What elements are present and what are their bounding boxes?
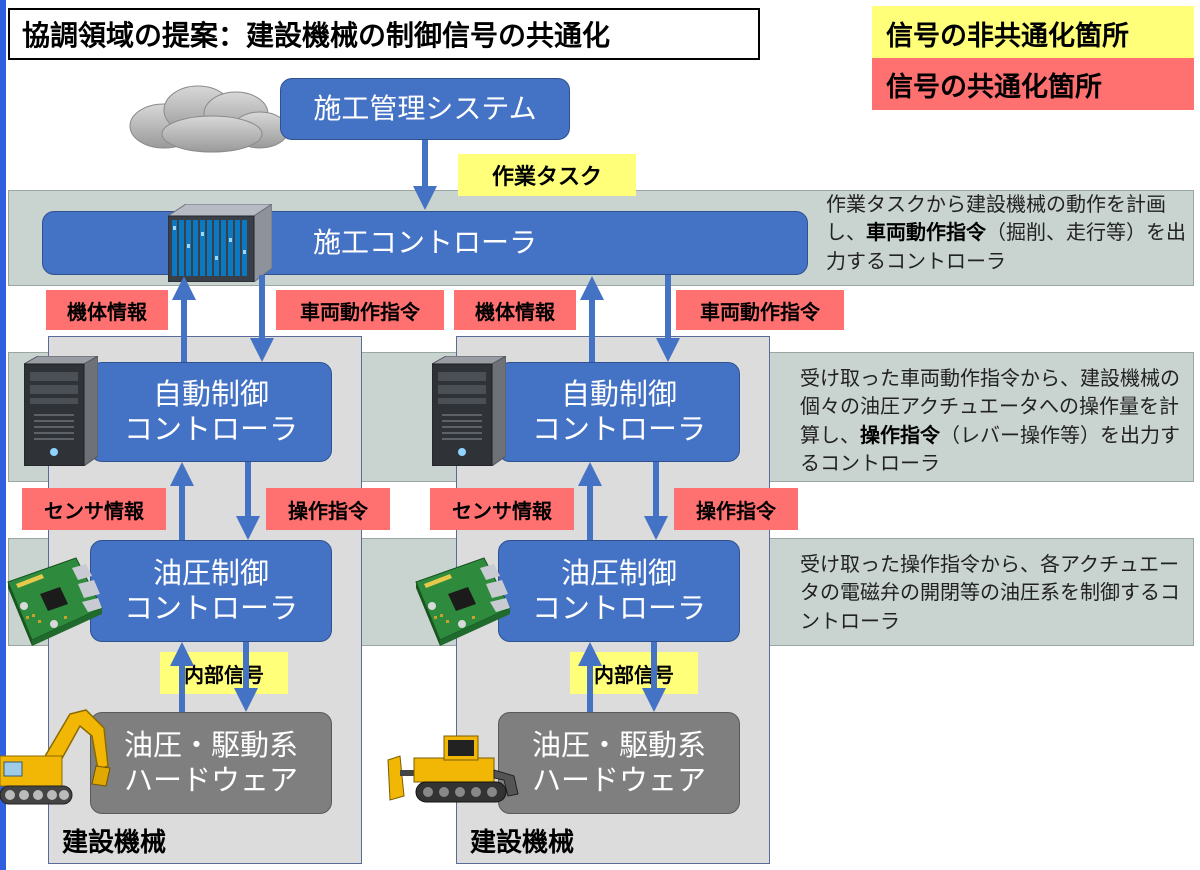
circuit-board-icon [7, 557, 103, 646]
machine1-label: 建設機械 [62, 828, 167, 858]
left-accent-bar [0, 0, 6, 870]
machine2-vehicle-command-tag: 車両動作指令 [676, 290, 844, 330]
hydraulic-control-description: 受け取った操作指令から、各アクチュエータの電磁弁の開閉等の油圧系を制御するコント… [800, 552, 1180, 633]
work-task-signal-tag: 作業タスク [458, 154, 636, 196]
pc-tower-icon [24, 356, 98, 466]
machine1-sensor-info-tag: センサ情報 [22, 488, 166, 530]
machine1-body-info-tag: 機体情報 [46, 290, 168, 330]
machine2-sensor-info-tag: センサ情報 [430, 488, 574, 530]
machine2-hardware-box[interactable]: 油圧・駆動系 ハードウェア [498, 712, 740, 814]
pc-tower-icon [432, 356, 506, 466]
legend-non-common: 信号の非共通化箇所 [872, 6, 1194, 60]
machine1-vehicle-command-tag: 車両動作指令 [276, 290, 444, 330]
legend-common: 信号の共通化箇所 [872, 58, 1194, 110]
rack-server-icon [168, 204, 272, 282]
machine2-hydraulic-controller-box[interactable]: 油圧制御 コントローラ [498, 540, 740, 642]
machine2-label: 建設機械 [470, 828, 575, 858]
excavator-icon [0, 709, 111, 805]
machine2-operation-command-tag: 操作指令 [674, 488, 798, 530]
controller-description: 作業タスクから建設機械の動作を計画し、車両動作指令（掘削、走行等）を出力するコン… [826, 192, 1186, 273]
machine1-hardware-box[interactable]: 油圧・駆動系 ハードウェア [90, 712, 332, 814]
bulldozer-icon [387, 735, 519, 803]
machine2-body-info-tag: 機体情報 [454, 290, 576, 330]
machine1-hydraulic-controller-box[interactable]: 油圧制御 コントローラ [90, 540, 332, 642]
construction-management-system-box[interactable]: 施工管理システム [280, 78, 570, 140]
auto-control-description: 受け取った車両動作指令から、建設機械の個々の油圧アクチュエータへの操作量を計算し… [800, 366, 1180, 476]
machine1-operation-command-tag: 操作指令 [266, 488, 390, 530]
circuit-board-icon [415, 557, 511, 646]
machine1-auto-controller-box[interactable]: 自動制御 コントローラ [90, 362, 332, 462]
cloud-icon [129, 85, 289, 153]
page-title: 協調領域の提案：建設機械の制御信号の共通化 [8, 8, 760, 60]
